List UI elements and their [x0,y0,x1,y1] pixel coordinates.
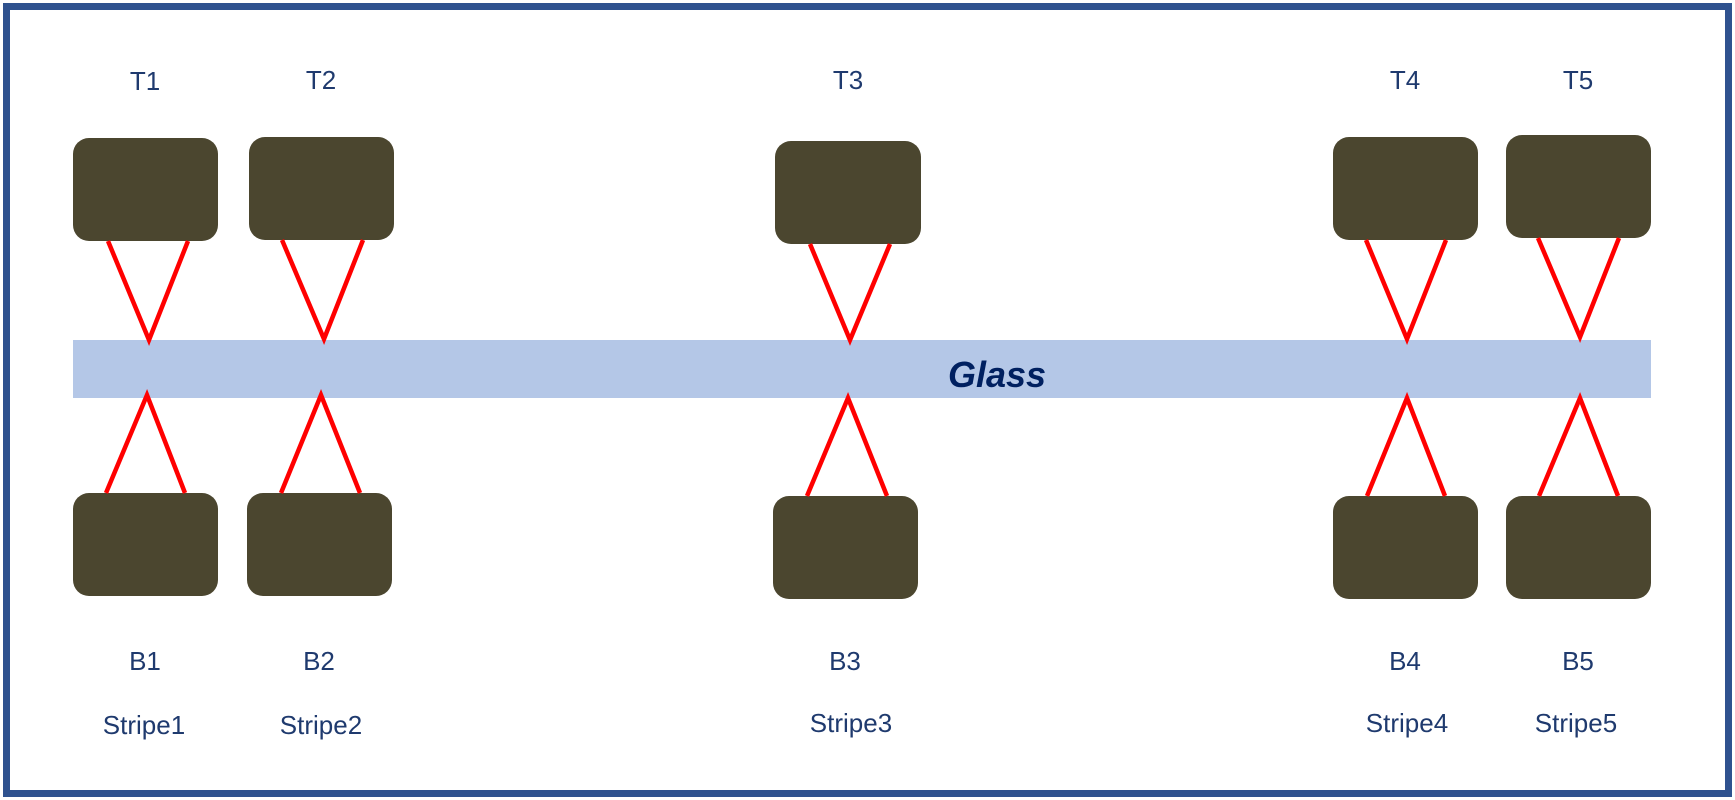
bottom-box-b2 [247,493,392,596]
bottom-label-b5: B5 [1562,646,1594,676]
glass-label: Glass [947,354,1047,395]
bottom-label-b1: B1 [129,646,161,676]
bottom-label-b2: B2 [303,646,335,676]
bottom-box-b5 [1506,496,1651,599]
stripe-label-2: Stripe2 [279,710,363,740]
top-label-t1: T1 [129,66,161,96]
bottom-beam-b2 [278,388,363,494]
top-box-t3 [775,141,921,244]
stripe-label-4: Stripe4 [1365,708,1449,738]
top-label-t2: T2 [305,65,337,95]
top-box-t4 [1333,137,1478,240]
bottom-label-b4: B4 [1389,646,1421,676]
bottom-box-b3 [773,496,918,599]
top-box-t5 [1506,135,1651,238]
stripe-label-3: Stripe3 [809,708,893,738]
stripe-label-1: Stripe1 [102,710,186,740]
bottom-box-b4 [1333,496,1478,599]
bottom-beam-b4 [1364,391,1448,497]
glass-bar [73,340,1651,398]
top-box-t1 [73,138,218,241]
top-beam-t1 [105,240,191,347]
stripe-label-5: Stripe5 [1534,708,1618,738]
bottom-beam-b5 [1536,391,1621,497]
top-beam-t3 [807,243,893,346]
top-beam-t4 [1363,239,1449,346]
top-label-t5: T5 [1562,65,1594,95]
bottom-beam-b3 [804,392,890,497]
bottom-beam-b1 [103,388,188,494]
bottom-box-b1 [73,493,218,596]
diagram-frame [3,3,1732,797]
top-label-t4: T4 [1389,65,1421,95]
bottom-label-b3: B3 [829,646,861,676]
top-beam-t5 [1535,237,1622,343]
top-box-t2 [249,137,394,240]
top-beam-t2 [279,239,366,345]
top-label-t3: T3 [832,65,864,95]
